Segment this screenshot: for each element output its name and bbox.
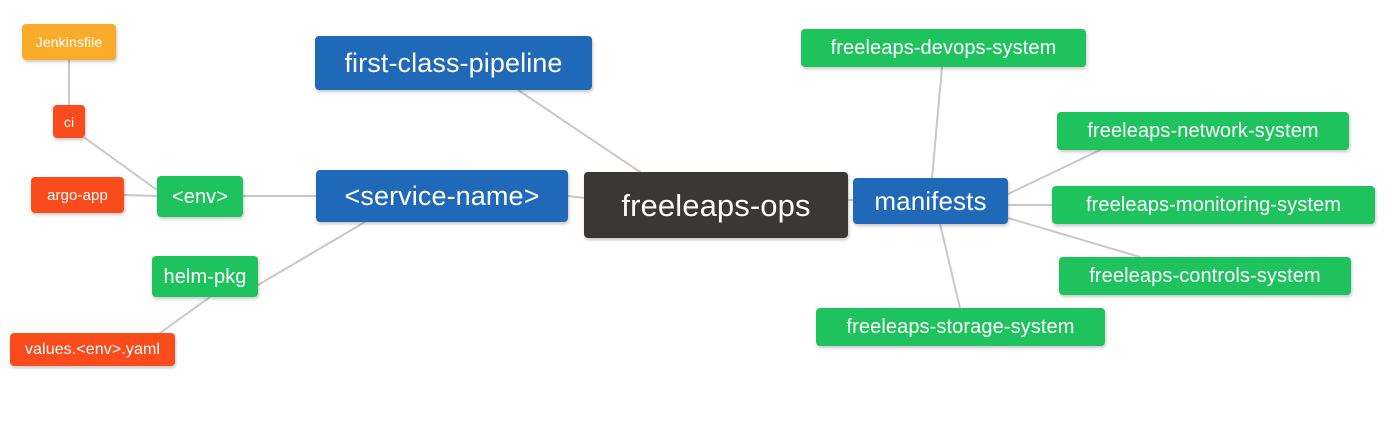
- edge-first-class-pipeline-to-freeleaps-ops: [517, 89, 641, 173]
- node-first-class-pipeline[interactable]: first-class-pipeline: [315, 36, 592, 90]
- edge-helm-pkg-to-service-name: [257, 221, 366, 286]
- node-freeleaps-monitoring-system[interactable]: freeleaps-monitoring-system: [1052, 186, 1375, 224]
- node-freeleaps-storage-system[interactable]: freeleaps-storage-system: [816, 308, 1105, 346]
- edge-argo-app-to-env: [123, 194, 158, 197]
- node-jenkinsfile[interactable]: Jenkinsfile: [22, 24, 116, 60]
- node-freeleaps-devops-system[interactable]: freeleaps-devops-system: [801, 29, 1086, 67]
- node-helm-pkg[interactable]: helm-pkg: [152, 256, 258, 297]
- node-freeleaps-controls-system[interactable]: freeleaps-controls-system: [1059, 257, 1351, 295]
- edge-manifests-to-freeleaps-devops-system: [931, 66, 943, 179]
- node-ci[interactable]: ci: [53, 105, 85, 138]
- edge-manifests-to-freeleaps-storage-system: [939, 223, 961, 309]
- edge-values-yaml-to-helm-pkg: [159, 296, 211, 334]
- node-env[interactable]: <env>: [157, 176, 243, 217]
- node-freeleaps-network-system[interactable]: freeleaps-network-system: [1057, 112, 1349, 150]
- edge-service-name-to-freeleaps-ops: [567, 195, 585, 199]
- node-manifests[interactable]: manifests: [853, 178, 1008, 224]
- node-service-name[interactable]: <service-name>: [316, 170, 568, 222]
- node-argo-app[interactable]: argo-app: [31, 177, 124, 213]
- node-freeleaps-ops[interactable]: freeleaps-ops: [584, 172, 848, 238]
- node-values-yaml[interactable]: values.<env>.yaml: [10, 333, 175, 366]
